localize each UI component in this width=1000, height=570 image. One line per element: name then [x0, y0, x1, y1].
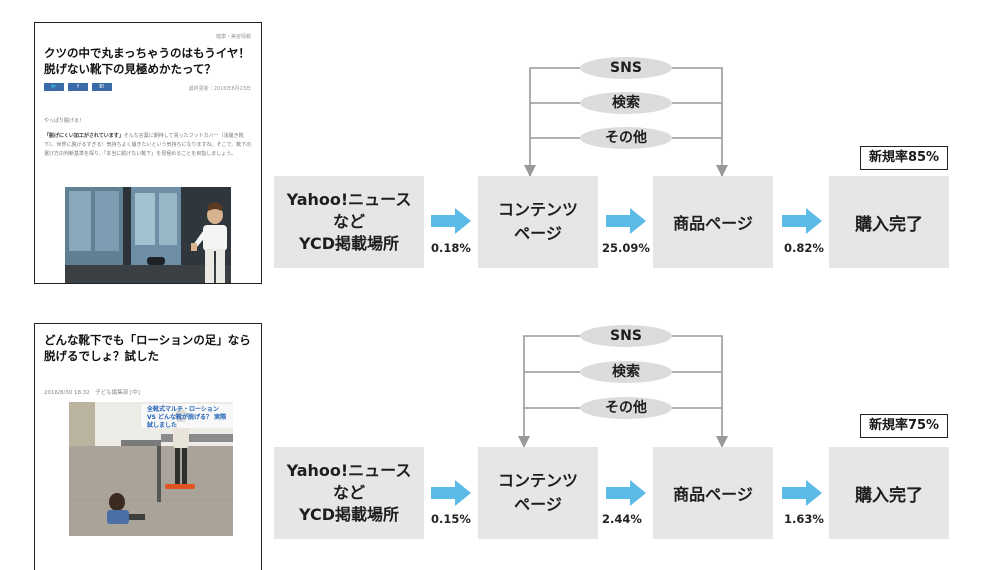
flow-arrow-right-icon — [431, 480, 471, 506]
conversion-rate-3: 0.82% — [784, 241, 824, 255]
bottom-section: どんな靴下でも「ローションの足」なら脱げるでしょ？試した 2016/8/30 1… — [0, 285, 1000, 570]
flow-arrow-right-icon — [606, 480, 646, 506]
content-line-1: コンテンツ — [497, 471, 578, 490]
twitter-share-button[interactable]: 🐦 — [44, 83, 64, 91]
node-content-page: コンテンツ ページ — [478, 447, 598, 539]
article-thumbnail-bottom[interactable]: どんな靴下でも「ローションの足」なら脱げるでしょ？試した 2016/8/30 1… — [34, 323, 262, 570]
content-line-1: コンテンツ — [497, 200, 578, 219]
article-title: クツの中で丸まっちゃうのはもうイヤ！脱げない靴下の見極めかたって？ — [44, 46, 250, 76]
article-text: そんな言葉に期待して買ったフットカバー（浅履き靴下）。世界に脱げるすぎる！気持ち… — [44, 133, 252, 157]
article-meta: 2016/8/30 18:32 子ども編集部 [中] — [44, 390, 140, 396]
node-purchase-complete: 購入完了 — [829, 447, 949, 539]
top-section: 健康・美容情報 クツの中で丸まっちゃうのはもうイヤ！脱げない靴下の見極めかたって… — [34, 22, 949, 284]
flow-arrow-right-icon — [782, 480, 822, 506]
source-line-2: など — [332, 483, 365, 502]
node-source: Yahoo!ニュース など YCD掲載場所 — [274, 447, 424, 539]
article-photo-woman — [65, 187, 231, 283]
new-rate-badge: 新規率85% — [860, 146, 948, 170]
conversion-rate-3: 1.63% — [784, 512, 824, 526]
bookmark-share-button[interactable]: B! — [92, 83, 112, 91]
source-line-3: YCD掲載場所 — [298, 234, 400, 253]
article-date: 最終更新｜2016年8月23日 — [188, 86, 251, 92]
article-highlight: 「脱げにくい加工がされています」 — [44, 133, 124, 139]
photo-banner-text: 全靴式マルチ・ローション VS どんな靴が脱げる？ 実際試しました — [147, 406, 227, 429]
channel-other: その他 — [580, 127, 672, 149]
source-line-3: YCD掲載場所 — [298, 505, 400, 524]
conversion-rate-2: 2.44% — [602, 512, 642, 526]
facebook-icon: f — [77, 84, 79, 90]
node-content-page: コンテンツ ページ — [478, 176, 598, 268]
conversion-rate-2: 25.09% — [602, 241, 650, 255]
article-photo-experiment: 全靴式マルチ・ローション VS どんな靴が脱げる？ 実際試しました — [69, 402, 233, 536]
node-product-page: 商品ページ — [653, 176, 773, 268]
conversion-rate-1: 0.15% — [431, 512, 471, 526]
flow-arrow-right-icon — [431, 208, 471, 234]
article-lead: やっぱり脱げる！ — [44, 118, 85, 124]
node-purchase-complete: 購入完了 — [829, 176, 949, 268]
node-product-page: 商品ページ — [653, 447, 773, 539]
source-line-1: Yahoo!ニュース — [286, 190, 412, 209]
channel-sns: SNS — [580, 57, 672, 79]
facebook-share-button[interactable]: f — [68, 83, 88, 91]
flow-arrow-right-icon — [606, 208, 646, 234]
channel-search: 検索 — [580, 361, 672, 383]
content-line-2: ページ — [514, 224, 562, 243]
article-category: 健康・美容情報 — [215, 34, 251, 40]
article-thumbnail-top[interactable]: 健康・美容情報 クツの中で丸まっちゃうのはもうイヤ！脱げない靴下の見極めかたって… — [34, 22, 262, 284]
channel-sns: SNS — [580, 325, 672, 347]
article-body: やっぱり脱げる！ 「脱げにくい加工がされています」そんな言葉に期待して買ったフッ… — [44, 117, 252, 159]
node-source: Yahoo!ニュース など YCD掲載場所 — [274, 176, 424, 268]
article-title: どんな靴下でも「ローションの足」なら脱げるでしょ？試した — [44, 333, 251, 363]
new-rate-badge: 新規率75% — [860, 414, 948, 438]
twitter-icon: 🐦 — [50, 84, 58, 90]
content-line-2: ページ — [514, 495, 562, 514]
source-line-1: Yahoo!ニュース — [286, 461, 412, 480]
channel-search: 検索 — [580, 92, 672, 114]
channel-other: その他 — [580, 397, 672, 419]
source-line-2: など — [332, 212, 365, 231]
conversion-rate-1: 0.18% — [431, 241, 471, 255]
share-buttons: 🐦 f B! — [44, 83, 112, 91]
flow-arrow-right-icon — [782, 208, 822, 234]
